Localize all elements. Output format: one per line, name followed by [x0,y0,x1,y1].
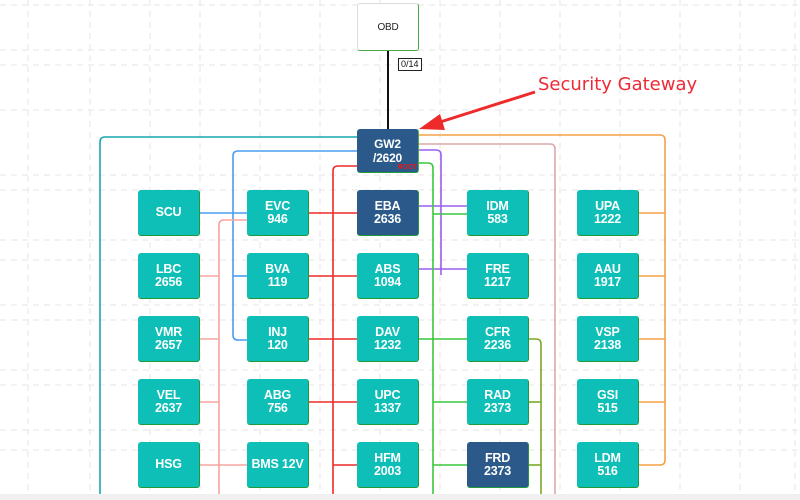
ecu-name: CFR [484,324,511,339]
ecu-name: BVA [265,261,290,276]
ecu-id: 1232 [373,337,401,352]
ecu-name: UPA [595,198,620,213]
ecu-node-hsg[interactable]: HSG [138,442,200,488]
gateway-id: /2620 [372,150,403,165]
gateway-node[interactable]: GW2 /2620 ROOT [357,129,419,173]
bus-wire-blue [232,150,357,341]
ecu-name: LBC [155,261,182,276]
ecu-name: VEL [156,387,181,402]
ecu-id: 1917 [593,274,621,289]
bus-wire-teal [99,136,357,495]
annotation-arrow [419,90,536,130]
ecu-node-scu[interactable]: SCU [138,190,200,236]
ecu-name: FRE [485,261,510,276]
obd-port-label: 0/14 [398,58,422,71]
ecu-id: 120 [267,337,288,352]
annotation-arrow-head [419,114,445,130]
ecu-name: SCU [155,205,182,219]
ecu-name: DAV [375,324,400,339]
ecu-name: AAU [594,261,621,276]
ecu-name: UPC [374,387,401,402]
ecu-id: 583 [487,211,508,226]
ecu-name: IDM [486,198,509,213]
ecu-name: GSI [597,387,618,402]
ecu-name: VSP [595,324,620,339]
ecu-id: 1337 [373,400,401,415]
security-gateway-annotation: Security Gateway [538,74,698,95]
ecu-name: VMR [154,324,183,339]
bus-wire-salmon [218,219,247,495]
ecu-id: 946 [267,211,288,226]
ecu-name: EBA [374,198,401,213]
ecu-id: 2236 [483,337,511,352]
ecu-id: 516 [597,463,618,478]
ecu-id: 2657 [154,337,182,352]
ecu-name: BMS 12V [251,457,304,471]
ecu-id: 1094 [373,274,401,289]
ecu-id: 515 [597,400,618,415]
ecu-id: 2003 [373,463,401,478]
ecu-name: LDM [594,450,621,465]
ecu-id: 119 [267,274,288,289]
ecu-id: 2138 [593,337,621,352]
ecu-name: HFM [374,450,401,465]
obd-node[interactable]: OBD [357,3,419,51]
ecu-id: 1222 [593,211,621,226]
ecu-name: ABS [374,261,401,276]
bus-wires [99,51,666,495]
ecu-id: 2373 [483,400,511,415]
bus-wire-pink [419,143,556,495]
root-badge: ROOT [397,164,418,171]
ecu-id: 2636 [373,211,401,226]
ecu-name: RAD [484,387,511,402]
ecu-id: 2637 [154,400,182,415]
ecu-name: INJ [268,324,287,339]
bus-wire-purple [419,149,442,275]
bottom-scroll-area [0,494,800,500]
ecu-node-bms[interactable]: BMS 12V [247,442,309,488]
bus-wire-red [332,165,357,495]
ecu-name: EVC [264,198,291,213]
ecu-id: 1217 [483,274,511,289]
bus-wire-orange [419,134,666,466]
obd-label: OBD [377,21,399,33]
bus-wire-olive [529,338,542,495]
ecu-name: HSG [155,457,182,471]
annotation-arrow-line [436,90,536,125]
ecu-id: 756 [267,400,288,415]
ecu-id: 2656 [154,274,182,289]
ecu-name: FRD [484,450,511,465]
gateway-name: GW2 [374,136,401,151]
ecu-id: 2373 [483,463,511,478]
bus-wire-green [419,162,434,495]
ecu-name: ABG [263,387,292,402]
